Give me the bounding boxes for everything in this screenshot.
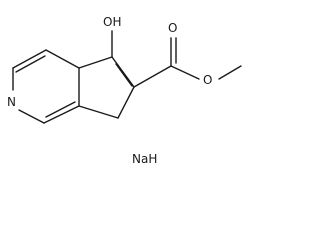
pyridine-nitrogen-label: N xyxy=(7,95,16,109)
bond xyxy=(117,86,135,119)
bond xyxy=(78,56,113,69)
bond xyxy=(133,65,172,88)
bond xyxy=(115,63,133,87)
bond xyxy=(18,109,45,124)
pyridine-ring xyxy=(12,49,80,124)
bond xyxy=(170,65,200,80)
bond xyxy=(218,65,242,80)
ester-oxygen-label: O xyxy=(203,73,212,87)
bond xyxy=(78,105,119,119)
bond xyxy=(111,56,135,88)
hydroxyl-label: OH xyxy=(103,15,121,29)
ester-group xyxy=(133,37,242,88)
chemical-structure: OH O O N NaH xyxy=(7,15,242,166)
bond xyxy=(43,105,80,124)
bond xyxy=(15,55,46,73)
bond xyxy=(45,101,76,118)
carbonyl-oxygen-label: O xyxy=(168,21,177,35)
bond xyxy=(12,49,47,69)
cyclopentene-ring xyxy=(78,56,135,119)
bond xyxy=(45,49,80,69)
counterion-label: NaH xyxy=(132,152,157,166)
